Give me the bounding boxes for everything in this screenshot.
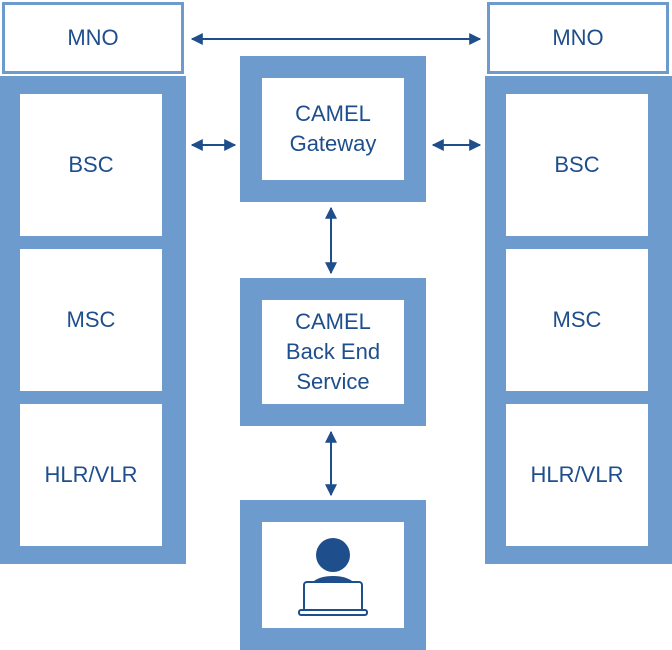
right-mno-header: MNO [487,2,669,74]
right-hlr-vlr-block: HLR/VLR [506,404,648,546]
camel-backend-line2: Back End [285,339,381,364]
user-terminal-box [262,522,404,628]
camel-backend-box: CAMEL Back End Service [262,300,404,404]
left-msc-label: MSC [66,307,116,332]
right-msc-block: MSC [506,249,648,391]
left-msc-block: MSC [20,249,162,391]
camel-gateway-box: CAMEL Gateway [262,78,404,180]
right-bsc-label: BSC [554,152,600,177]
user-at-laptop-icon [298,538,368,616]
camel-backend-line1: CAMEL [295,309,371,334]
camel-backend-line3: Service [296,369,370,394]
camel-gateway-line2: Gateway [289,131,377,156]
left-bsc-label: BSC [68,152,114,177]
right-mno-label: MNO [552,25,604,50]
right-msc-label: MSC [552,307,602,332]
right-bsc-block: BSC [506,94,648,236]
left-hlr-vlr-label: HLR/VLR [44,462,138,487]
left-mno-label: MNO [67,25,119,50]
left-hlr-vlr-block: HLR/VLR [20,404,162,546]
left-mno-header: MNO [2,2,184,74]
right-hlr-vlr-label: HLR/VLR [530,462,624,487]
camel-gateway-line1: CAMEL [295,101,371,126]
left-bsc-block: BSC [20,94,162,236]
